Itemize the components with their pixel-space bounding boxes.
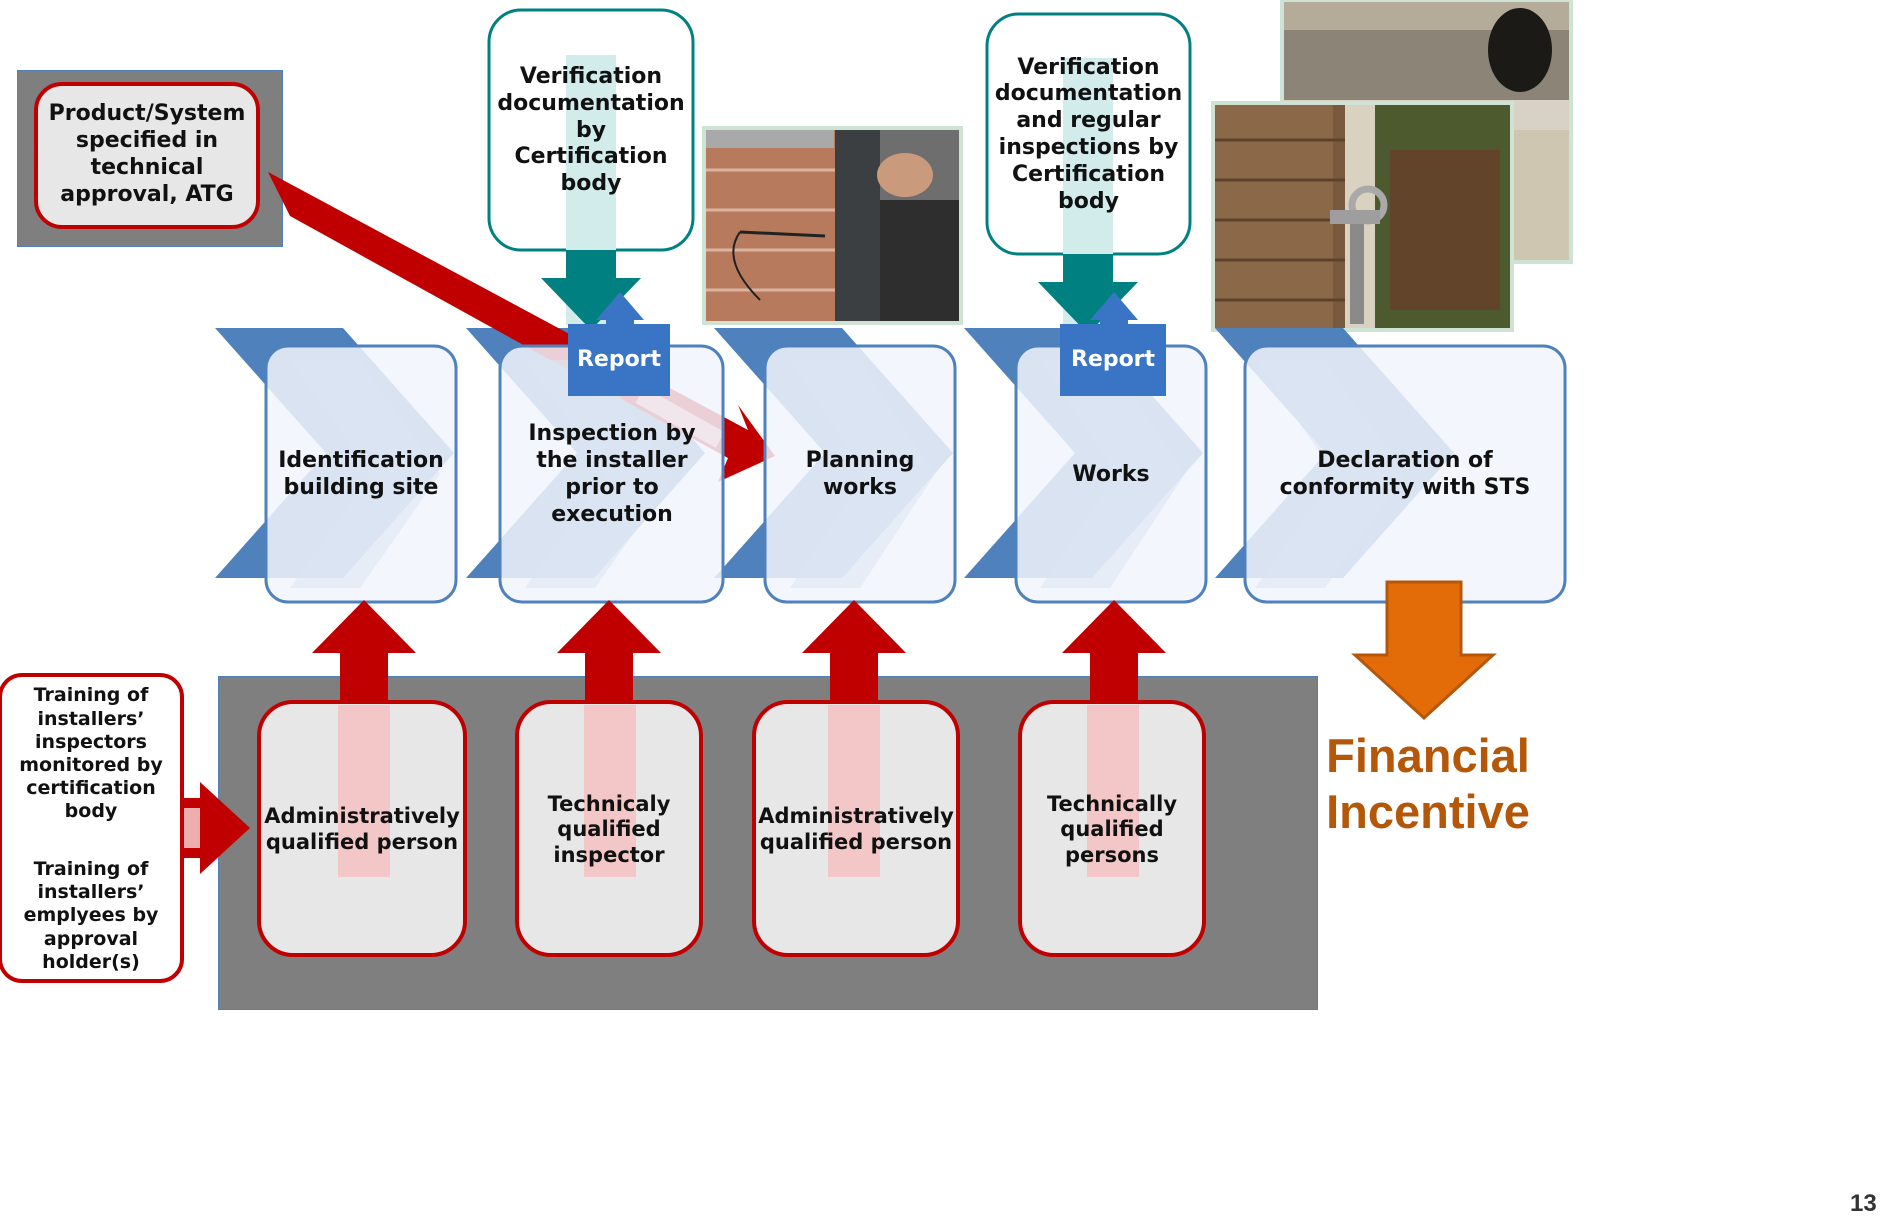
report-up-arrow-right [1090,292,1138,328]
qualified-label-1: Administratively qualified person [264,804,460,854]
photo-hand-with-measuring-probe [702,126,963,325]
red-up-arrow-2 [557,600,661,705]
report-box-left [568,324,670,396]
qualified-label-4: Technically qualified persons [1046,791,1178,867]
teal-down-arrow-right [1038,254,1138,334]
product-box [34,82,260,229]
step-label-works: Works [1072,461,1150,487]
step-box-1 [264,344,458,604]
verification-right-text: Verification documentation and regular i… [994,54,1183,214]
verification-left-text: Verification documentation by Certificat… [497,63,685,197]
red-up-arrow-3 [802,600,906,705]
orange-down-arrow [1351,580,1497,721]
photo-anchor-on-brick-wall [1211,101,1514,332]
financial-incentive-line2: Incentive [1326,785,1530,839]
step-label-inspection: Inspection by the installer prior to exe… [528,421,696,527]
training-employees-text: Training of installers’ emplyees by appr… [23,858,159,973]
training-inspectors-text: Training of installers’ inspectors monit… [19,684,163,823]
step-box-3 [763,344,957,604]
financial-incentive-text: Financial Incentive [1318,728,1538,841]
qualified-label-2: Technicaly qualified inspector [547,791,671,867]
report-up-arrow-left [596,292,644,328]
teal-down-arrow-left [541,250,641,330]
qualified-label-3: Administratively qualified person [758,804,954,854]
red-up-arrow-4 [1062,600,1166,705]
product-box-text: Product/System specified in technical ap… [48,101,246,207]
step-label-declaration: Declaration of conformity with STS [1279,448,1531,500]
training-box [0,673,184,983]
financial-incentive-line1: Financial [1326,729,1530,782]
red-up-arrow-1 [312,600,416,705]
step-label-identification: Identification building site [278,448,444,500]
report-label-left: Report [576,346,662,372]
report-box-right [1060,324,1166,396]
step-label-planning: Planning works [805,448,915,500]
page-number: 13 [1850,1190,1877,1217]
report-label-right: Report [1070,346,1156,372]
